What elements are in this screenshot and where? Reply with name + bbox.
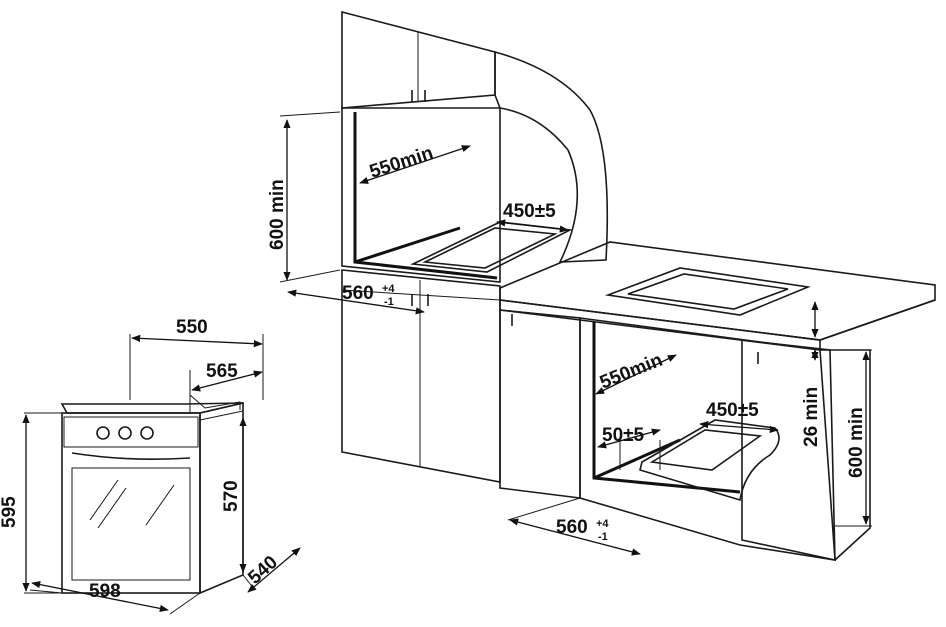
dimension-line-550-under	[595, 354, 677, 395]
dim-label-wall-depth: 550min	[367, 143, 436, 183]
cutout-opening	[649, 429, 763, 471]
dim-label-offset: 26 min	[801, 387, 822, 447]
dimension-line-50	[597, 428, 661, 449]
extension-line	[507, 497, 581, 521]
dim-label-width: 598	[89, 581, 121, 602]
control-panel	[63, 416, 199, 448]
dim-label-height: 595	[0, 496, 20, 528]
oven-front	[61, 412, 201, 594]
wall-installation: 600 min 550min 450±5 560 +4 -1	[267, 10, 609, 483]
dimension-line-560-wall	[287, 289, 425, 315]
dimension-line-450-under	[699, 420, 779, 434]
floor-cutout	[410, 221, 573, 273]
dim-label-under-width: 560	[556, 517, 588, 538]
dim-label-cavity-height: 570	[221, 480, 242, 512]
glass-reflection	[145, 484, 175, 526]
dim-label-wall-width: 560	[342, 283, 374, 304]
oven-body-outline	[189, 393, 241, 413]
knob-2-icon	[118, 426, 132, 440]
extension-line	[279, 111, 341, 117]
tolerance-plus: +4	[382, 283, 395, 295]
oven-niche	[341, 107, 501, 283]
niche-edge	[593, 438, 681, 480]
extension-line	[169, 592, 201, 615]
oven-drawing: 550 565 595 598 570 540	[0, 317, 301, 615]
tolerance-minus: -1	[598, 531, 608, 543]
hob-recess	[627, 273, 789, 310]
oven-body-outline	[199, 410, 244, 421]
worktop-thickness	[499, 299, 821, 351]
dimension-line-450-wall	[496, 219, 569, 233]
hob-cutout	[604, 267, 811, 316]
knob-1-icon	[96, 426, 110, 440]
dim-label-body-depth: 565	[206, 361, 238, 382]
extension-line	[279, 269, 341, 283]
niche-edge	[353, 112, 498, 280]
under-counter-installation: 550min 50±5 450±5 26 min 600 min 560 +4 …	[499, 241, 936, 561]
dimension-line-565	[191, 370, 263, 392]
dim-label-under-depth: 550min	[597, 350, 666, 394]
dim-label-gap: 50±5	[602, 425, 645, 446]
dim-label-wall-height: 600 min	[267, 179, 288, 250]
cutout-opening	[422, 227, 558, 269]
dimension-line-550	[131, 334, 263, 348]
tolerance-minus: -1	[384, 296, 394, 308]
worktop	[499, 241, 936, 341]
dim-label-under-height: 600 min	[846, 407, 867, 478]
knob-3-icon	[140, 426, 154, 440]
dimension-line-560-under	[509, 518, 641, 556]
glass-reflection	[97, 487, 127, 529]
dim-label-top-depth: 550	[176, 317, 208, 338]
dim-label-under-cutout: 450±5	[706, 400, 759, 421]
dim-label-wall-cutout: 450±5	[503, 201, 556, 222]
oven-top	[60, 402, 244, 414]
dimension-line-540	[247, 547, 301, 593]
oven-handle	[71, 452, 191, 461]
oven-door	[71, 467, 191, 581]
glass-reflection	[89, 479, 119, 521]
tolerance-plus: +4	[596, 518, 609, 530]
dimension-line-550-wall	[359, 145, 471, 184]
side-panel	[494, 50, 609, 263]
base-cabinet	[499, 309, 581, 499]
dimension-line-598	[31, 581, 169, 612]
niche-edge	[354, 226, 461, 264]
